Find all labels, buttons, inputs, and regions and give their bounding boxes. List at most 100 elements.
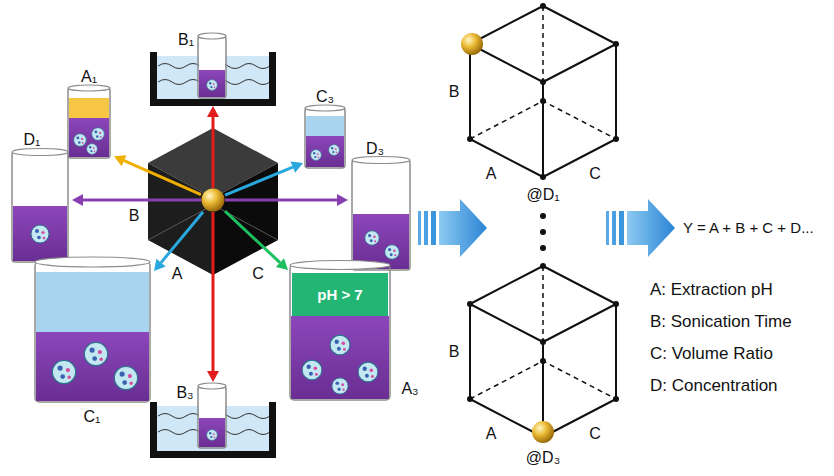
arrow-stripe <box>619 211 624 245</box>
connector-line <box>225 167 293 195</box>
axis-label: @D₃ <box>526 449 560 467</box>
axis-label: B <box>449 83 460 101</box>
beaker-glass <box>199 387 225 447</box>
arrowhead <box>154 259 166 271</box>
sonication-beaker: B₁ <box>150 28 276 106</box>
nanoparticle <box>207 80 218 91</box>
sonication-beaker: B₃ <box>150 382 276 462</box>
vertex <box>540 79 546 85</box>
sonication-bath <box>150 383 276 458</box>
beaker-rim <box>68 85 110 91</box>
cube-vertices <box>467 3 619 180</box>
solvent-layer <box>69 98 109 118</box>
nanoparticle <box>87 144 98 155</box>
arrow-stripe <box>612 211 616 245</box>
beaker-outline <box>290 265 390 400</box>
factor-key: C: Volume Ratio <box>650 344 773 364</box>
connector <box>207 106 219 188</box>
arrow-stripe <box>424 211 428 245</box>
liquid <box>306 136 344 167</box>
nanoparticle <box>31 225 49 243</box>
connector <box>72 194 201 206</box>
connector-line <box>124 161 201 195</box>
arrowhead <box>72 194 83 206</box>
beaker <box>35 257 150 402</box>
arrowhead <box>207 106 219 117</box>
nanoparticle <box>311 150 322 161</box>
arrowhead <box>114 155 126 166</box>
design-point <box>202 189 225 212</box>
connector-line <box>83 199 201 202</box>
connector-line <box>212 212 215 371</box>
vertex <box>467 396 473 402</box>
beaker-rim <box>12 149 68 156</box>
design-point <box>532 421 554 443</box>
arrowhead <box>337 194 348 206</box>
nanoparticle <box>84 342 107 365</box>
beaker-rim <box>352 157 410 164</box>
beaker: A₃pH > 7 <box>288 262 422 402</box>
connector <box>207 212 219 382</box>
beaker: D₃ <box>348 138 414 272</box>
vertex <box>540 339 546 345</box>
axis-label: D₁ <box>24 131 41 149</box>
beaker-outline <box>12 152 68 262</box>
vertex <box>540 263 546 269</box>
layer-label: pH > 7 <box>317 286 362 303</box>
connector <box>225 162 303 196</box>
center-point: BAC <box>201 188 225 212</box>
axis-label: C₃ <box>316 88 334 106</box>
cube-edge <box>470 6 616 177</box>
nanoparticle <box>52 360 75 383</box>
design-cube: BAC@D₃ <box>440 262 630 472</box>
cube-hidden-edge <box>470 266 616 399</box>
flow-arrow <box>606 199 675 257</box>
beaker: C₁ <box>32 258 154 430</box>
nanoparticle <box>365 231 379 245</box>
cube-face <box>148 163 213 275</box>
design-cube: BAC@D₁ <box>440 0 630 208</box>
nanoparticle <box>358 362 378 382</box>
liquid <box>13 206 67 261</box>
beaker-rim <box>198 383 226 389</box>
axis-label: A₁ <box>81 68 97 86</box>
nanoparticle <box>92 128 105 141</box>
connector-line <box>161 212 203 263</box>
beaker <box>352 157 410 271</box>
equation: Y = A + B + C + D... <box>683 219 814 236</box>
flow-arrow <box>418 199 487 257</box>
beaker <box>12 149 68 263</box>
factor-key: A: Extraction pH <box>650 280 773 300</box>
beaker-outline <box>68 88 110 158</box>
vertex <box>540 3 546 9</box>
axis-label: A <box>486 165 497 183</box>
beaker-outline <box>198 36 226 98</box>
solvent-layer: pH > 7 <box>292 273 388 316</box>
axis-label: B₁ <box>178 31 194 49</box>
axis-label: C <box>589 425 601 443</box>
dot <box>540 229 546 235</box>
vertex <box>613 41 619 47</box>
arrow-stripe <box>418 211 421 245</box>
nanoparticle <box>385 245 399 259</box>
beaker: C₃ <box>303 86 349 170</box>
nanoparticle <box>330 335 350 355</box>
vertex <box>613 396 619 402</box>
nanoparticle <box>74 134 87 147</box>
ellipsis-dots <box>540 213 546 251</box>
arrow-stripe <box>431 211 436 245</box>
beaker <box>68 85 110 158</box>
wireframe-cube <box>467 263 619 443</box>
gold-ball <box>201 188 225 212</box>
vertex <box>613 136 619 142</box>
cube-hidden-edge <box>470 6 616 139</box>
nanoparticle <box>207 430 218 441</box>
arrowhead <box>207 371 219 382</box>
vertex <box>540 98 546 104</box>
beaker-outline <box>35 262 150 402</box>
connector <box>225 211 288 270</box>
beaker-rim <box>198 33 226 39</box>
axis-label: D₃ <box>366 140 384 158</box>
axis-label: A <box>486 425 497 443</box>
nanoparticle <box>329 145 340 156</box>
